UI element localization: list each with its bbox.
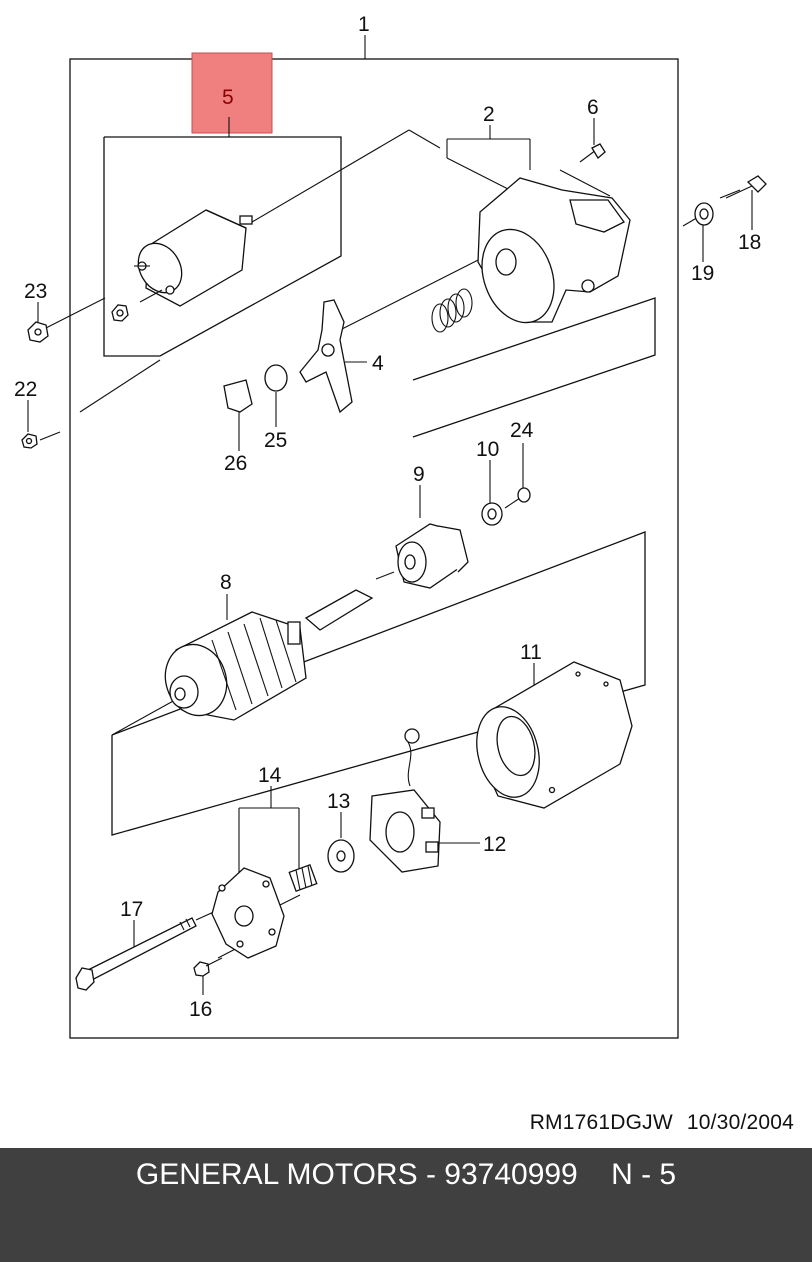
callout-10: 10 [476,438,499,461]
callout-12: 12 [483,833,506,856]
part-banner-text: GENERAL MOTORS - 93740999 N - 5 [135,1158,677,1191]
highlight-box-part-5[interactable] [191,52,273,134]
brush-holder-part-12[interactable] [369,728,441,873]
callout-2: 2 [483,103,495,126]
callout-24: 24 [510,419,534,442]
armature-part-8[interactable] [156,589,374,724]
callout-8: 8 [220,571,232,594]
yoke-part-11[interactable] [468,661,633,809]
callout-6: 6 [587,96,599,119]
drawing-date: 10/30/2004 [686,1111,794,1134]
callout-labels: 1 5 2 6 18 19 23 4 22 25 24 10 26 9 8 11… [14,13,761,1021]
through-bolt-part-17[interactable] [75,917,197,991]
nut-part-22[interactable] [21,433,38,449]
shift-lever-part-4[interactable] [299,299,353,414]
armature-subframe [111,531,646,836]
callout-16: 16 [189,998,212,1021]
washer-part-13[interactable] [327,839,355,873]
end-frame-part-14[interactable] [211,864,318,959]
washer-part-10[interactable] [481,502,503,526]
callout-19: 19 [691,262,714,285]
callout-25: 25 [264,429,287,452]
seal-part-25[interactable] [264,364,288,392]
callout-17: 17 [120,898,143,921]
return-spring [431,288,473,333]
callout-11: 11 [520,641,542,664]
solenoid-subframe [103,136,342,357]
snap-ring-part-24[interactable] [517,487,531,503]
solenoid-nut [111,304,129,322]
drive-subframe [412,297,656,438]
starter-motor-exploded-diagram: 1 5 2 6 18 19 23 4 22 25 24 10 26 9 8 11… [14,13,767,1039]
callout-13: 13 [327,790,350,813]
pinion-drive-part-9[interactable] [395,523,469,589]
callout-5[interactable]: 5 [222,86,234,109]
callout-26: 26 [224,452,247,475]
part-banner [0,1148,812,1262]
bolt-part-18[interactable] [725,175,767,199]
drawing-reference: RM1761DGJW 10/30/2004 [530,1111,794,1135]
callout-23: 23 [24,280,47,303]
plate-part-26[interactable] [223,379,253,413]
solenoid-part-5[interactable] [130,209,253,307]
callout-1: 1 [358,13,370,36]
leader-lines [27,35,753,995]
callout-4: 4 [372,352,384,375]
callout-14: 14 [258,764,282,787]
assembly-frame [69,58,679,1039]
callout-18: 18 [738,231,761,254]
screw-part-16[interactable] [193,957,223,977]
nut-part-23[interactable] [27,321,49,343]
bushing-part-19[interactable] [694,202,714,226]
drive-housing-part-2[interactable] [470,177,631,333]
drawing-code: RM1761DGJW [529,1111,673,1134]
callout-22: 22 [14,378,37,401]
bolt-part-6[interactable] [579,143,606,163]
callout-9: 9 [413,463,425,486]
